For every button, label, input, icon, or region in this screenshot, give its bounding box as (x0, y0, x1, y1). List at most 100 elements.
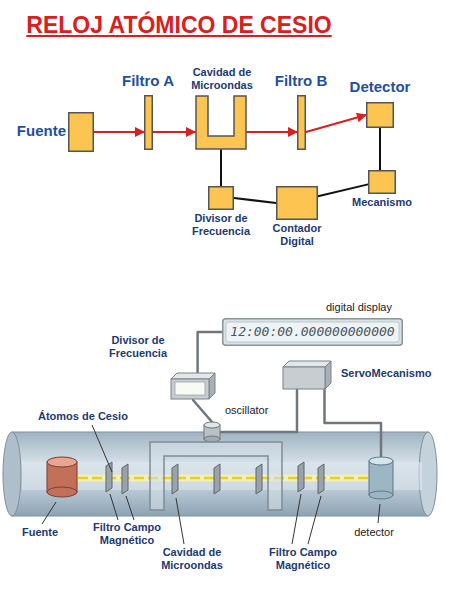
microwave-cavity: Cavidad de Microondas (148, 440, 284, 512)
counter-box: Contador Digital (276, 186, 318, 220)
text-slot: ServoMecanismo (341, 367, 459, 380)
diagram-title: RELOJ ATÓMICO DE CESIO (6, 12, 352, 40)
text-slot: 12:00:00.000000000000 (222, 318, 403, 346)
connector-line (379, 128, 381, 170)
leader-line (110, 494, 118, 520)
beam-arrow (306, 115, 366, 132)
filter-plate: Filtro B (297, 95, 306, 150)
cavity-plate (214, 464, 220, 494)
connector-line (220, 150, 222, 186)
filter-plate-shape (297, 95, 306, 150)
node-label: detector (344, 526, 404, 539)
shape-part (69, 113, 94, 152)
text-slot: digital display (294, 301, 392, 314)
shape-part (277, 187, 318, 220)
cavity-plate (172, 464, 178, 494)
leader-line (176, 498, 184, 544)
text-slot: detector (344, 526, 404, 539)
leader-line (378, 504, 380, 523)
node-label: Fuente (10, 122, 66, 140)
beam-arrow (153, 131, 195, 133)
shape-part (226, 322, 399, 342)
microwave-cavity-shape (148, 440, 284, 512)
part-label: Filtro Campo Magnético (84, 521, 170, 547)
text-slot: Átomos de Cesio (38, 410, 154, 423)
divider-box-shape (208, 186, 234, 210)
node-label: Detector (343, 78, 417, 96)
magnet-plate (318, 464, 324, 494)
leader-line (292, 494, 301, 544)
node-label: Divisor de Frecuencia (98, 334, 178, 360)
tube-body (12, 432, 428, 516)
microwave-cavity: Cavidad de Microondas (195, 95, 247, 150)
connector-line (198, 332, 222, 372)
shape-part (209, 373, 215, 399)
cesium-source-shape (46, 456, 78, 498)
text-slot: Cavidad de Microondas (183, 66, 261, 92)
text-slot: oscillator (225, 404, 289, 417)
node-label: Divisor de Frecuencia (184, 212, 258, 238)
text-slot: Divisor de Frecuencia (98, 334, 178, 360)
shape-part (47, 487, 77, 497)
shape-part (196, 96, 246, 149)
text-slot: Filtro B (267, 72, 335, 90)
text-slot: Cavidad de Microondas (148, 546, 236, 572)
text-slot: Filtro Campo Magnético (84, 521, 170, 547)
frequency-divider: Divisor de Frecuencia (170, 372, 216, 400)
leader-line (126, 496, 134, 520)
tube-end (3, 432, 21, 516)
oscillator-shape (203, 422, 221, 442)
shape-part (171, 379, 209, 399)
connector-line (193, 400, 212, 422)
shape-part (283, 361, 331, 367)
connector-line (234, 198, 276, 203)
text-slot: Filtro A (114, 72, 182, 90)
shape-part (145, 96, 153, 150)
mechanism-box: Mecanismo (368, 170, 396, 194)
beam-arrow (94, 131, 144, 133)
node-label: Mecanismo (346, 196, 418, 209)
connector-line (221, 390, 297, 432)
shape-part (369, 461, 393, 495)
part-label: Átomos de Cesio (38, 410, 154, 423)
magnet-plate (122, 464, 128, 494)
detector-box-shape (366, 102, 394, 128)
text-slot: Fuente (10, 122, 66, 140)
mechanism-box-shape (368, 170, 396, 194)
node-label: oscillator (225, 404, 289, 417)
servo-mechanism: ServoMecanismo (282, 360, 332, 390)
text-slot: Detector (343, 78, 417, 96)
node-label: Fuente (12, 526, 68, 539)
shape-part (367, 103, 394, 128)
node-label: digital display (294, 301, 392, 314)
node-label: Contador Digital (265, 222, 329, 248)
shape-part (204, 436, 220, 442)
display-readout: 12:00:00.000000000000 (230, 324, 394, 340)
shape-part (369, 457, 393, 465)
shape-part (223, 319, 403, 346)
frequency-divider-shape (170, 372, 216, 400)
node-label: Cavidad de Microondas (183, 66, 261, 92)
shape-part (283, 367, 325, 389)
shape-part (175, 382, 205, 395)
divider-box: Divisor de Frecuencia (208, 186, 234, 210)
node-label: ServoMecanismo (341, 367, 459, 380)
vacuum-tube (3, 432, 437, 516)
shape-part (369, 171, 396, 194)
oscillator: oscillator (203, 422, 221, 442)
text-slot: Filtro Campo Magnético (258, 546, 348, 572)
text-slot: RELOJ ATÓMICO DE CESIO (6, 12, 352, 40)
tube-inner (22, 462, 422, 490)
leader-lines (42, 425, 380, 544)
leader-line (308, 496, 321, 544)
magnet-plate (298, 462, 304, 492)
cavity-plate (256, 464, 262, 494)
shape-part (47, 457, 77, 467)
leader-line (92, 425, 112, 472)
text-slot: Contador Digital (265, 222, 329, 248)
shape-part (369, 491, 393, 499)
detector-box: Detector (366, 102, 394, 128)
shape-part (204, 422, 220, 428)
shape-part (209, 187, 234, 210)
